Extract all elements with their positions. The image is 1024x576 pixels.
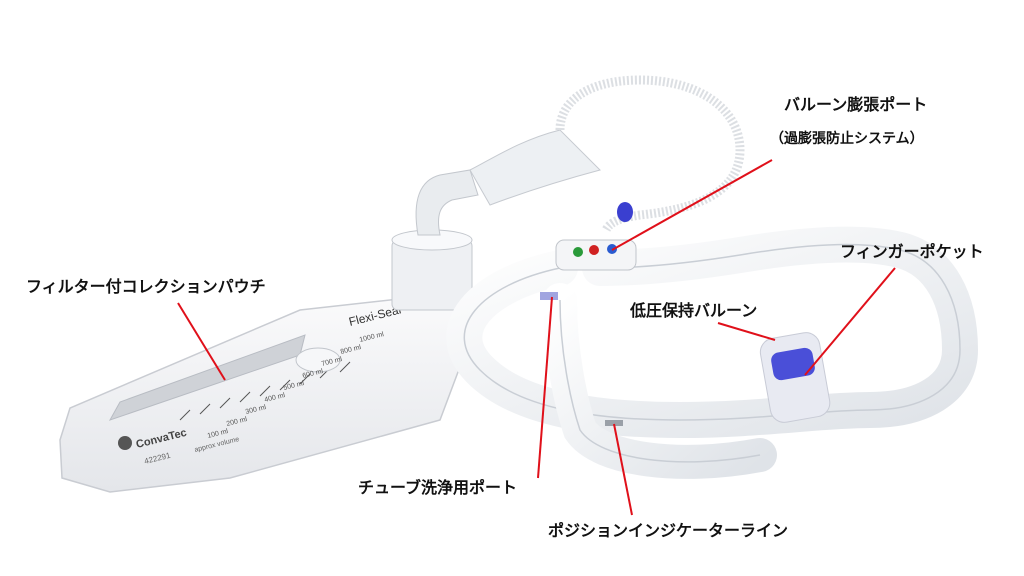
leader-low-pressure: [717, 322, 776, 341]
label-low-pressure-balloon: 低圧保持バルーン: [630, 301, 758, 320]
brand-logo: [118, 436, 132, 450]
leader-finger-pocket: [804, 267, 896, 376]
blue-cap: [617, 202, 633, 222]
label-balloon-inflation-port: バルーン膨張ポート: [784, 95, 928, 114]
scale-mark-label: 700 ml: [321, 356, 344, 368]
scale-mark-label: 100 ml: [207, 428, 230, 440]
leader-lines: [177, 159, 896, 516]
inflation-line: [555, 75, 745, 233]
collection-pouch: ConvaTec 422291 approx volume Flexi-Seal: [59, 289, 481, 493]
connector: [391, 129, 601, 311]
scale-mark-label: 500 ml: [283, 380, 306, 392]
label-position-indicator-line: ポジションインジケーターライン: [548, 521, 789, 540]
scale-mark-label: 200 ml: [226, 416, 249, 428]
retention-balloon: [759, 332, 831, 423]
volume-scale: [179, 361, 351, 421]
scale-mark-label: 300 ml: [245, 404, 268, 416]
label-overinflation-prevention: （過膨張防止システム）: [770, 131, 924, 147]
pouch-valve: [295, 347, 341, 373]
label-collection-pouch: フィルター付コレクションパウチ: [26, 277, 266, 296]
inflation-port-block: [555, 239, 637, 271]
wash-port-mark: [540, 292, 558, 300]
scale-mark-label: 800 ml: [340, 344, 363, 356]
label-tube-wash-port: チューブ洗浄用ポート: [358, 478, 518, 497]
catheter-tube: [446, 226, 979, 479]
scale-mark-label: 400 ml: [264, 392, 287, 404]
indicator-mark: [605, 420, 623, 426]
leader-indicator: [613, 423, 633, 516]
scale-mark-label: 600 ml: [302, 368, 325, 380]
leader-balloon-port: [611, 159, 773, 251]
leader-wash-port: [537, 296, 553, 479]
label-finger-pocket: フィンガーポケット: [840, 242, 984, 261]
leader-pouch: [177, 302, 226, 381]
